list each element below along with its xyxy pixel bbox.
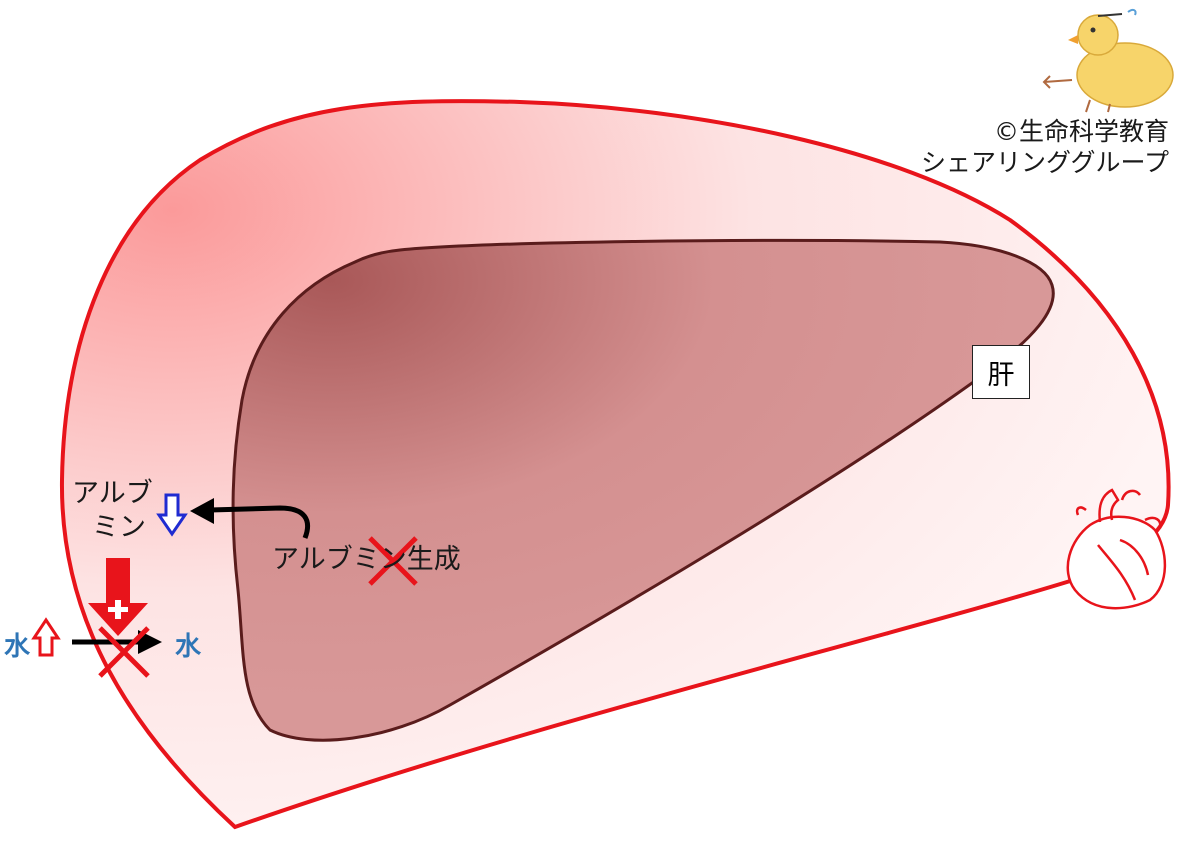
albumin-export-arrowhead [190, 498, 214, 524]
liver-label: 肝 [972, 345, 1030, 399]
chick-mascot-icon [1042, 8, 1174, 113]
water-right-label: 水 [175, 632, 202, 662]
albumin-decrease-arrow [156, 493, 188, 537]
synthesis-cross-icon-2 [368, 536, 418, 586]
plus-bar-v [115, 600, 121, 619]
albumin-label-line2: ミン [92, 512, 146, 543]
albumin-label-line1: アルブ [72, 478, 153, 509]
oncotic-force-bar [106, 558, 130, 604]
water-increase-arrow [31, 617, 61, 657]
water-left-label: 水 [4, 632, 31, 662]
liver-shape [231, 238, 1055, 742]
copyright-line1: ©生命科学教育 [993, 117, 1169, 146]
cross-mark-icon-2 [98, 626, 150, 678]
albumin-export-arrow [209, 505, 311, 539]
oncotic-force-arrowhead [88, 603, 148, 636]
heart-icon [1066, 488, 1167, 610]
copyright-line2: シェアリンググループ [920, 148, 1169, 178]
water-flow-arrowhead [138, 630, 162, 654]
copyright-notice: ©生命科学教育 シェアリンググループ [921, 116, 1169, 179]
albumin-synthesis-label: アルブミン生成 [272, 544, 461, 575]
